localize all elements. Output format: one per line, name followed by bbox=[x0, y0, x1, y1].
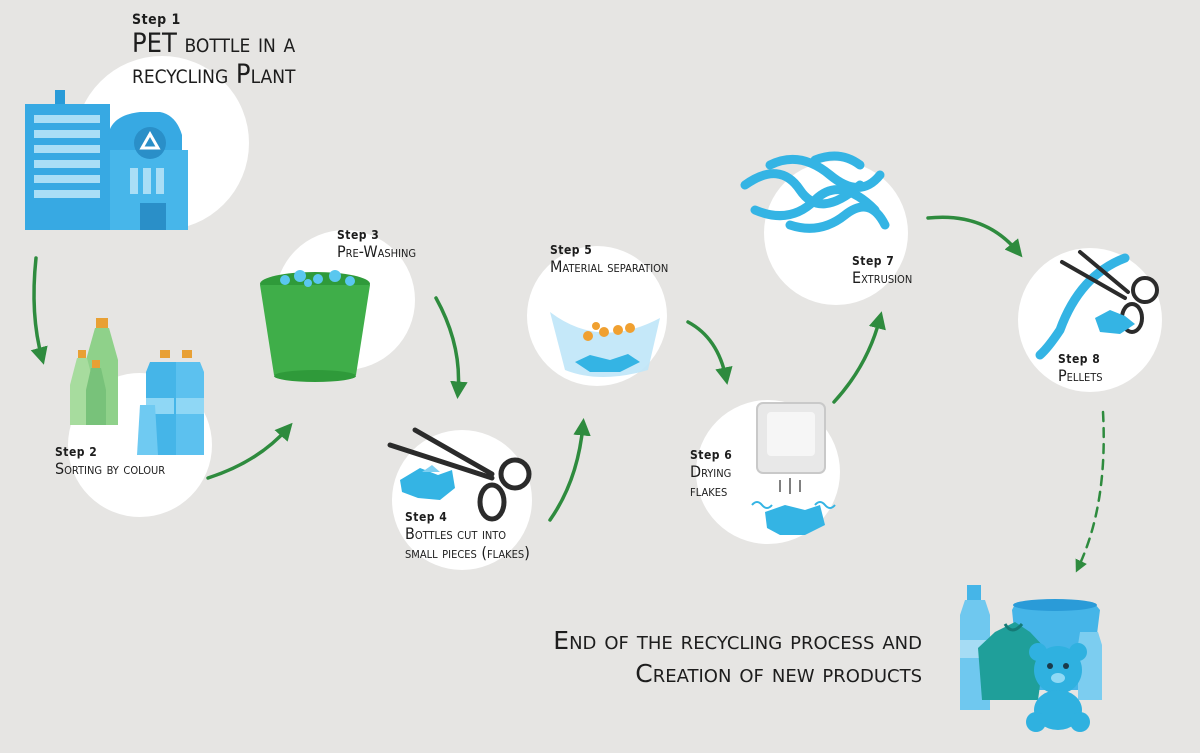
end-caption-line2: Creation of new products bbox=[635, 659, 922, 688]
step-3-desc: Pre-Washing bbox=[337, 242, 417, 261]
step-7-label: Step 7 Extrusion bbox=[852, 254, 912, 287]
separation-bowl-icon bbox=[550, 312, 660, 377]
arrow-6-7 bbox=[832, 311, 886, 404]
arrow-1-2 bbox=[30, 256, 48, 365]
end-caption-line1: End of the recycling process and bbox=[553, 626, 922, 655]
arrow-2-3 bbox=[206, 422, 293, 480]
step-5-label: Step 5 Material separation bbox=[550, 243, 668, 276]
end-caption: End of the recycling process and Creatio… bbox=[542, 624, 922, 690]
flakes-icon bbox=[400, 465, 455, 500]
step-8-desc: Pellets bbox=[1058, 366, 1103, 385]
new-products-icon bbox=[960, 585, 1102, 732]
step-1-number: Step 1 bbox=[132, 12, 181, 28]
arrow-4-5 bbox=[548, 418, 591, 522]
pellets-icon bbox=[1035, 250, 1159, 360]
step-2-number: Step 2 bbox=[55, 445, 98, 459]
step-5-desc: Material separation bbox=[550, 257, 669, 276]
step-1-desc-line1: PET bottle in a bbox=[132, 28, 296, 59]
recycling-plant-icon bbox=[25, 90, 188, 230]
step-6-desc-line1: Drying bbox=[690, 462, 732, 481]
step-2-desc: Sorting by colour bbox=[55, 459, 166, 478]
arrow-3-4 bbox=[434, 296, 468, 399]
step-7-number: Step 7 bbox=[852, 254, 895, 268]
step-1-desc-line2: recycling Plant bbox=[132, 59, 296, 90]
extruded-strands-icon bbox=[740, 151, 890, 233]
circle-step-8 bbox=[1018, 248, 1162, 392]
step-5-number: Step 5 bbox=[550, 243, 593, 257]
step-4-desc-line2: small pieces (flakes) bbox=[405, 543, 530, 562]
recycle-icon bbox=[139, 130, 161, 150]
step-7-desc: Extrusion bbox=[852, 268, 913, 287]
step-1-label: Step 1 PET bottle in a recycling Plant bbox=[132, 12, 295, 90]
scissors-icon bbox=[387, 427, 532, 522]
step-3-number: Step 3 bbox=[337, 228, 380, 242]
step-8-label: Step 8 Pellets bbox=[1058, 352, 1103, 385]
step-4-desc-line1: Bottles cut into bbox=[405, 524, 507, 543]
teddy-bear-icon bbox=[1026, 643, 1090, 732]
arrow-5-6 bbox=[686, 320, 733, 385]
step-6-number: Step 6 bbox=[690, 448, 733, 462]
step-circles bbox=[68, 56, 1162, 570]
bottles-icon bbox=[70, 318, 204, 455]
arrow-8-end bbox=[1075, 410, 1105, 573]
step-4-number: Step 4 bbox=[405, 510, 448, 524]
sweater-icon bbox=[978, 622, 1045, 700]
step-3-label: Step 3 Pre-Washing bbox=[337, 228, 416, 261]
arrow-7-8 bbox=[926, 215, 1023, 258]
bucket-icon bbox=[260, 270, 370, 382]
process-arrows bbox=[30, 215, 1105, 573]
step-8-number: Step 8 bbox=[1058, 352, 1101, 366]
step-6-desc-line2: flakes bbox=[690, 481, 728, 500]
step-2-label: Step 2 Sorting by colour bbox=[55, 445, 165, 478]
step-6-label: Step 6 Drying flakes bbox=[690, 448, 732, 500]
step-4-label: Step 4 Bottles cut into small pieces (fl… bbox=[405, 510, 530, 562]
circle-step-4 bbox=[392, 430, 532, 570]
dryer-icon bbox=[751, 402, 836, 535]
